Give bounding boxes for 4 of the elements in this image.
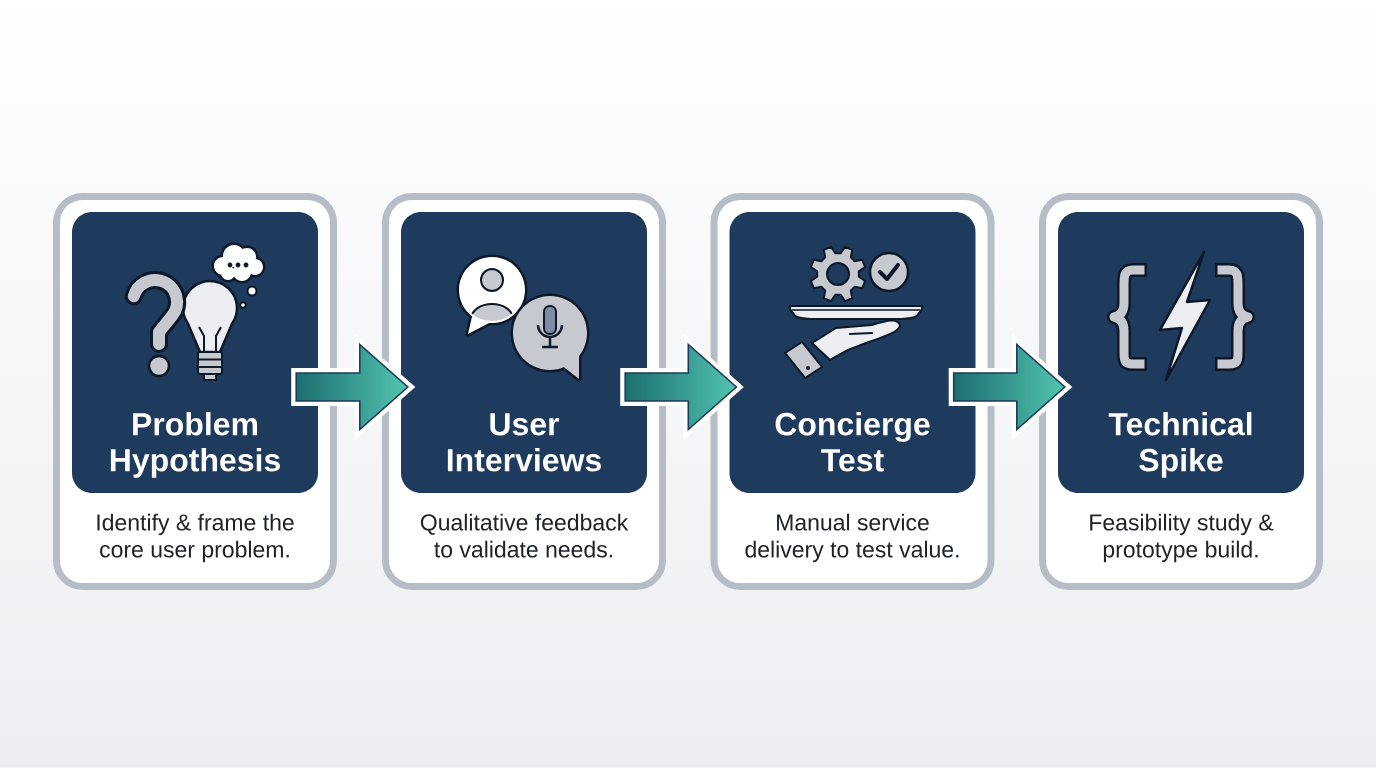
title-panel: Technical Spike — [1058, 212, 1304, 493]
arrow — [948, 333, 1073, 441]
arrow — [620, 333, 744, 441]
arrow — [291, 333, 416, 441]
